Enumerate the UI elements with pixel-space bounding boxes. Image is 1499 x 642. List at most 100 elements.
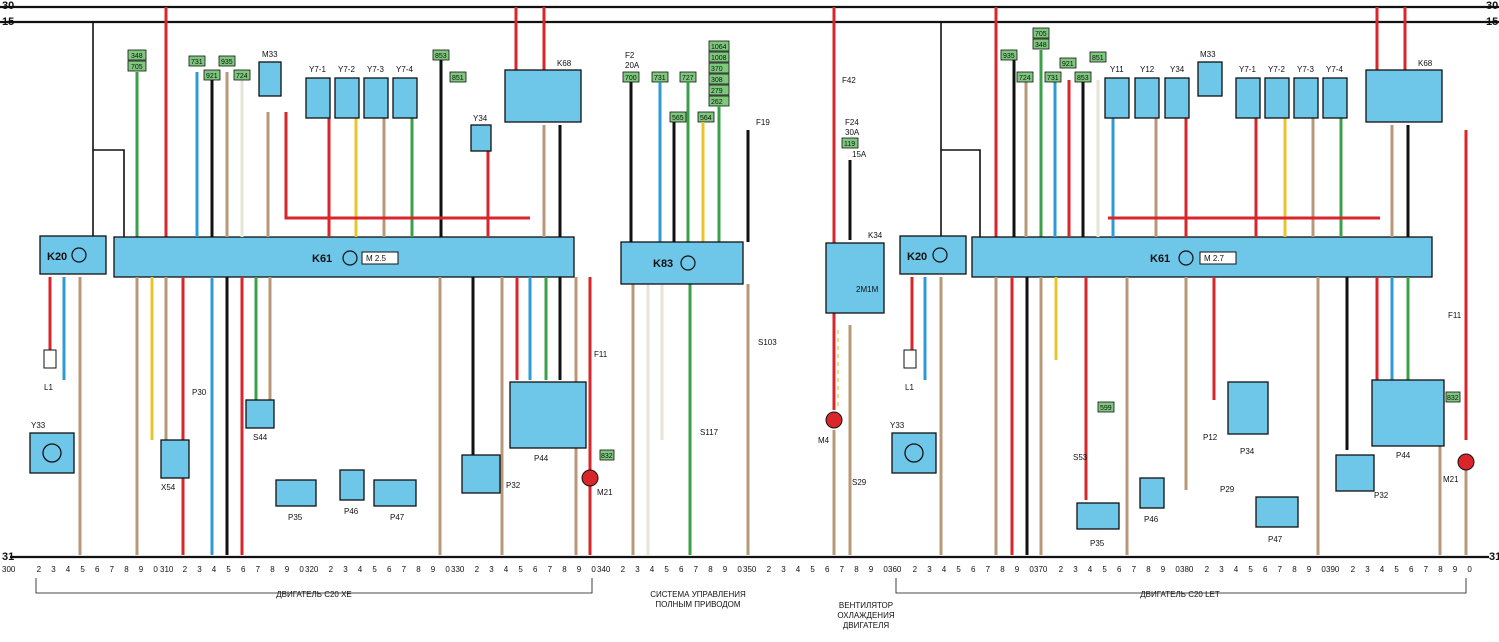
- scale-digit: 6: [241, 565, 246, 574]
- tag-935-left-text: 935: [221, 59, 233, 66]
- scale-digit: 8: [562, 565, 567, 574]
- tag-370-text: 370: [711, 66, 723, 73]
- scale-330: 330: [451, 565, 465, 574]
- scale-digit: 7: [402, 565, 407, 574]
- tag-853-left: [432, 49, 450, 61]
- k61-left-ecu: [113, 236, 575, 278]
- scale-digit: 8: [124, 565, 129, 574]
- bracket-right-engine: [895, 578, 1467, 594]
- scale-digit: 7: [548, 565, 553, 574]
- y7-2-right-label: Y7-2: [1268, 65, 1285, 74]
- scale-digit: 4: [1088, 565, 1093, 574]
- k20-left-label: K20: [47, 251, 67, 263]
- k61-left-version-box: [361, 251, 399, 265]
- k20-right-label: K20: [907, 251, 927, 263]
- s103-label: S103: [758, 338, 777, 347]
- scale-digit: 9: [723, 565, 728, 574]
- scale-digit: 2: [1205, 565, 1210, 574]
- scale-360: 360: [888, 565, 902, 574]
- scale-digit: 8: [416, 565, 421, 574]
- scale-digit: 4: [942, 565, 947, 574]
- tag-731-left: [188, 55, 206, 67]
- y33-left-bulb-icon: [42, 443, 62, 463]
- k61-right-clock-icon: [1178, 250, 1194, 266]
- scale-digit: 9: [1307, 565, 1312, 574]
- y7-1-left-injector: [305, 77, 331, 119]
- y7-3-left-injector: [363, 77, 389, 119]
- scale-digit: 5: [518, 565, 523, 574]
- tag-853-right-text: 853: [1077, 75, 1089, 82]
- caption-awd-line1: СИСТЕМА УПРАВЛЕНИЯ: [650, 590, 746, 599]
- y7-2-left-injector: [334, 77, 360, 119]
- l1-right-coil: [903, 349, 917, 369]
- scale-digit: 5: [372, 565, 377, 574]
- caption-fan-line1: ВЕНТИЛЯТОР: [839, 601, 893, 610]
- scale-digit: 2: [475, 565, 480, 574]
- rail-15-label-right: 15: [1486, 16, 1498, 28]
- k83-clock-icon: [680, 255, 696, 271]
- f11-right-label: F11: [1448, 311, 1462, 320]
- p32-right-sensor: [1335, 454, 1375, 492]
- scale-digit: 6: [825, 565, 830, 574]
- scale-digit: 0: [737, 565, 742, 574]
- scale-digit: 5: [810, 565, 815, 574]
- scale-390: 390: [1326, 565, 1340, 574]
- k34-label: K34: [868, 231, 883, 240]
- scale-digit: 5: [1248, 565, 1253, 574]
- scale-digit: 6: [971, 565, 976, 574]
- p46-right-sensor: [1139, 477, 1165, 509]
- y7-1-right-label: Y7-1: [1239, 65, 1256, 74]
- scale-digit: 4: [796, 565, 801, 574]
- caption-fan-line3: ДВИГАТЕЛЯ: [843, 621, 889, 630]
- scale-digit: 7: [256, 565, 261, 574]
- scale-370: 370: [1034, 565, 1048, 574]
- wire-black-27: [93, 149, 125, 238]
- k61-right-version-box: [1199, 251, 1237, 265]
- tag-724-left-text: 724: [236, 73, 248, 80]
- y7-1-left-label: Y7-1: [309, 65, 326, 74]
- m33-left-component: [258, 61, 282, 97]
- caption-fan-line2: ОХЛАЖДЕНИЯ: [837, 611, 894, 620]
- caption-left-engine: ДВИГАТЕЛЬ C20 XE: [276, 590, 352, 599]
- left-wires-up: [195, 60, 562, 237]
- scale-digit: 2: [183, 565, 188, 574]
- scale-digit: 4: [650, 565, 655, 574]
- scale-digit: 0: [883, 565, 888, 574]
- scale-digit: 8: [854, 565, 859, 574]
- awd-code-stack: [708, 40, 730, 107]
- k20-right-clock-icon: [932, 247, 948, 263]
- scale-digit: 0: [1175, 565, 1180, 574]
- scale-digit: 0: [153, 565, 158, 574]
- s44-left-switch: [245, 399, 275, 429]
- y33-left-label: Y33: [31, 421, 46, 430]
- k68-right-relay: [1365, 69, 1443, 123]
- m33-left-label: M33: [262, 50, 278, 59]
- x54-left-label: X54: [161, 483, 176, 492]
- y7-4-left-label: Y7-4: [396, 65, 413, 74]
- awd-wires: [631, 82, 750, 555]
- tag-935-left: [218, 55, 236, 67]
- tag-921-left-text: 921: [206, 73, 218, 80]
- tag-724-left: [233, 69, 251, 81]
- tag-565-text: 565: [672, 115, 684, 122]
- tag-262-text: 262: [711, 99, 723, 106]
- scale-digit: 8: [270, 565, 275, 574]
- scale-digit: 2: [913, 565, 918, 574]
- s53-label: S53: [1073, 453, 1088, 462]
- y7-1-right-injector: [1235, 77, 1261, 119]
- m33-right-label: M33: [1200, 50, 1216, 59]
- y7-3-right-label: Y7-3: [1297, 65, 1314, 74]
- y7-2-right-injector: [1264, 77, 1290, 119]
- p32-left-sensor: [461, 454, 501, 494]
- scale-digit: 9: [285, 565, 290, 574]
- p32-right-label: P32: [1374, 491, 1389, 500]
- y7-3-left-label: Y7-3: [367, 65, 384, 74]
- scale-digit: 9: [1015, 565, 1020, 574]
- tag-731-right-text: 731: [1047, 75, 1059, 82]
- y7-4-left-injector: [392, 77, 418, 119]
- k34-sub-label: 2M1M: [856, 285, 879, 294]
- scale-digit: 0: [299, 565, 304, 574]
- p47-left-sensor: [373, 479, 417, 507]
- scale-digit: 4: [1380, 565, 1385, 574]
